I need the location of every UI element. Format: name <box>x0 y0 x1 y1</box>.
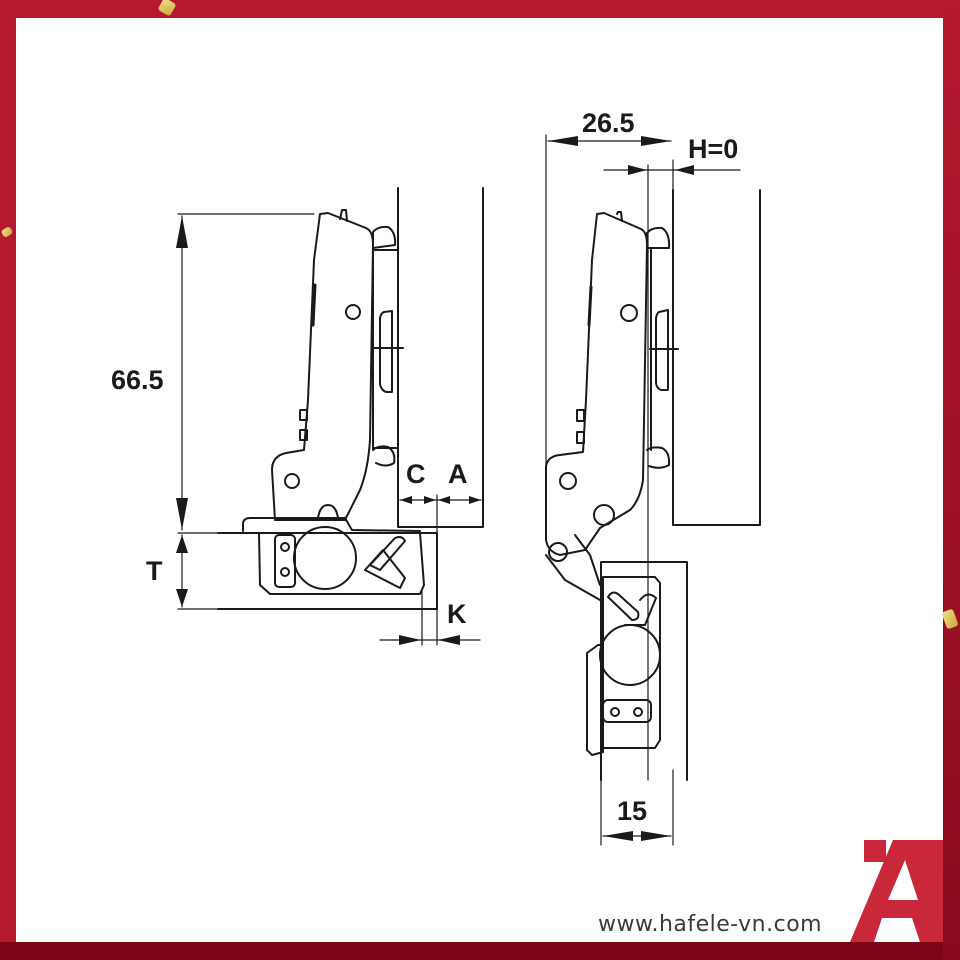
k-dimension-label: K <box>447 599 467 629</box>
width-dimension-label: 26.5 <box>582 108 635 138</box>
c-dimension-label: C <box>406 459 426 489</box>
left-hinge-view <box>176 187 484 646</box>
right-band <box>943 0 960 960</box>
website-url[interactable]: www.hafele-vn.com <box>598 912 823 937</box>
overlay-dimension-label: H=0 <box>688 134 738 164</box>
bottom-band <box>0 942 960 960</box>
thickness-dimension-label: T <box>146 556 163 586</box>
door-dimension-label: 15 <box>617 796 647 826</box>
a-dimension-label: A <box>448 459 468 489</box>
right-hinge-view <box>545 134 761 846</box>
height-dimension-label: 66.5 <box>111 365 164 395</box>
hafele-logo-icon <box>850 840 943 942</box>
drawing-frame <box>16 18 943 942</box>
